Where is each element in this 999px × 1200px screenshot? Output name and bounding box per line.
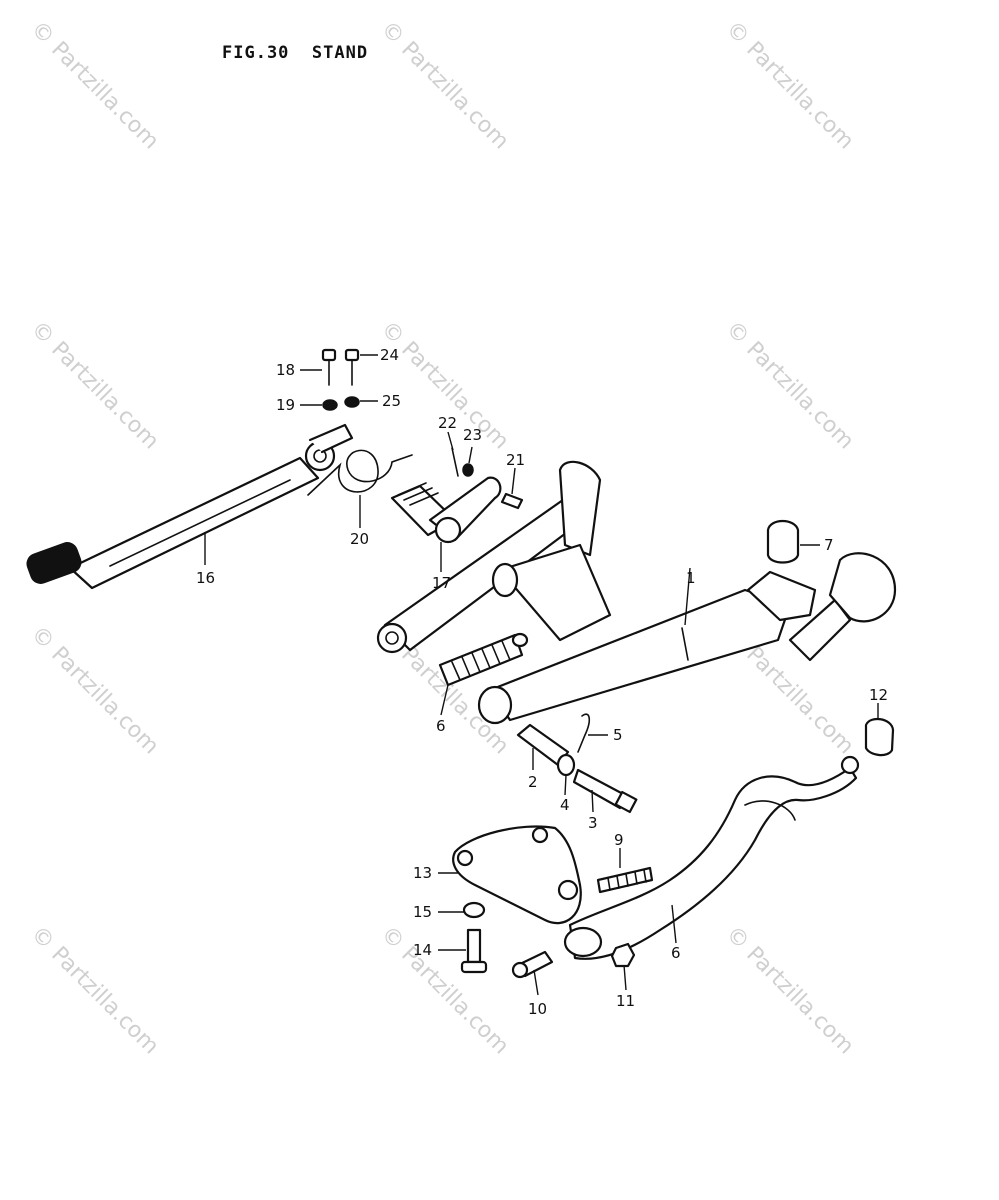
part-6-stand-spring[interactable] [438,632,529,687]
callout-16: 16 [196,569,215,587]
callout-21: 21 [506,451,525,469]
callout-5: 5 [613,726,623,744]
watermark-text: © Partzilla.com [376,922,514,1060]
callout-3: 3 [588,814,598,832]
leader-lines [204,354,879,996]
callout-7: 7 [824,536,834,554]
part-12-rubber[interactable] [864,717,895,757]
watermark-text: © Partzilla.com [721,17,859,155]
callout-2: 2 [528,773,538,791]
watermark-text: © Partzilla.com [376,17,514,155]
part-8-side-stand[interactable] [563,755,860,960]
callout-4: 4 [560,796,570,814]
part-11-nut[interactable] [610,942,636,968]
part-20-return-spring[interactable] [307,449,413,496]
part-21-pin[interactable] [500,492,524,510]
part-2-pivot-pin[interactable] [516,723,570,767]
watermark-text: © Partzilla.com [721,317,859,455]
part-4-washer[interactable] [556,753,576,777]
callout-25: 25 [382,392,401,410]
part-13-bracket-plate[interactable] [452,825,582,925]
callout-20: 20 [350,530,369,548]
callout-18: 18 [276,361,295,379]
callout-6b: 6 [671,944,681,962]
watermark-text: © Partzilla.com [26,17,164,155]
part-7-stopper[interactable] [766,519,800,564]
part-24-bolt[interactable] [344,348,360,386]
part-1-main-stand[interactable] [376,460,897,725]
callout-labels: 18 24 19 25 22 23 21 16 20 17 1 7 12 6 5… [196,346,888,1018]
part-16-brake-pedal[interactable] [24,423,354,590]
part-3-bolt[interactable] [572,768,638,814]
callout-24: 24 [380,346,399,364]
watermark-text: © Partzilla.com [721,922,859,1060]
callout-10: 10 [528,1000,547,1018]
part-22-23-cotter-pin[interactable] [451,447,474,477]
part-14-bolt[interactable] [460,928,488,974]
watermark-text: © Partzilla.com [26,622,164,760]
part-17-pivot-shaft[interactable] [390,476,502,544]
part-9-side-stand-spring[interactable] [596,866,654,894]
callout-17: 17 [432,574,451,592]
callout-13: 13 [413,864,432,882]
callout-12: 12 [869,686,888,704]
part-25-washer[interactable] [344,396,360,408]
watermark-text: © Partzilla.com [376,317,514,455]
callout-1: 1 [686,569,696,587]
part-5-cotter-pin[interactable] [577,713,591,753]
callout-9: 9 [614,831,624,849]
part-15-washer[interactable] [462,901,486,919]
callout-6a: 6 [436,717,446,735]
callout-22: 22 [438,414,457,432]
callout-19: 19 [276,396,295,414]
part-10-bolt[interactable] [511,950,554,979]
watermark-text: © Partzilla.com [26,922,164,1060]
watermark-text: © Partzilla.com [26,317,164,455]
callout-14: 14 [413,941,432,959]
part-18-bolt[interactable] [321,348,337,386]
callout-23: 23 [463,426,482,444]
callout-15: 15 [413,903,432,921]
figure-title: FIG.30 STAND [222,43,368,63]
part-19-washer[interactable] [322,399,338,411]
callout-11: 11 [616,992,635,1010]
